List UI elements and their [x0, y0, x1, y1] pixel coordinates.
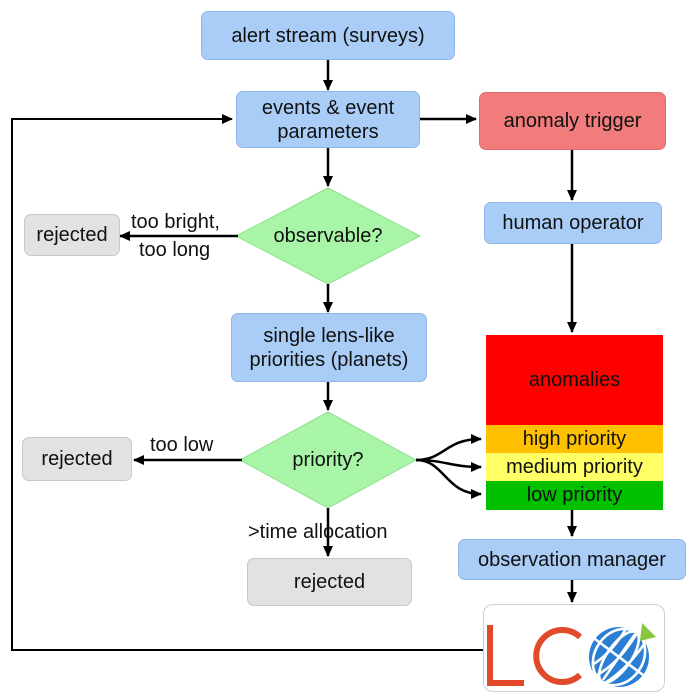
too-bright-label: too bright,: [131, 211, 220, 233]
high-priority-box: high priority: [486, 425, 663, 453]
observation-manager-node: observation manager: [458, 539, 686, 580]
rejected-label-1: rejected: [36, 224, 108, 246]
human-operator-label: human operator: [502, 212, 644, 234]
low-priority-box: low priority: [486, 481, 663, 510]
rejected-label-2: rejected: [41, 448, 113, 470]
globe-icon: [589, 623, 656, 687]
human-operator-node: human operator: [484, 202, 662, 244]
time-allocation-label: >time allocation: [248, 521, 388, 543]
lco-logo: [483, 604, 665, 692]
feedback-loop-arrow: [11, 114, 483, 651]
anomaly-trigger-label: anomaly trigger: [503, 110, 642, 132]
alert-stream-label: alert stream (surveys): [231, 24, 425, 47]
anomalies-box: anomalies: [486, 335, 663, 425]
arrow-priority-to-high: [415, 434, 482, 462]
events-node: events & event parameters: [236, 91, 420, 148]
lco-logo-graphic: [487, 623, 656, 687]
events-label: events & event parameters: [261, 96, 395, 143]
single-lens-label: single lens-like priorities (planets): [249, 324, 409, 371]
too-long-label: too long: [139, 239, 211, 261]
single-lens-node: single lens-like priorities (planets): [231, 313, 427, 382]
too-low-label: too low: [150, 434, 214, 456]
priority-label: priority?: [292, 449, 364, 471]
medium-priority-box: medium priority: [486, 453, 663, 481]
rejected-node-1: rejected: [24, 214, 120, 256]
rejected-label-3: rejected: [293, 571, 366, 593]
alert-stream-node: alert stream (surveys): [201, 11, 455, 60]
anomaly-trigger-node: anomaly trigger: [479, 92, 666, 150]
observation-manager-label: observation manager: [478, 548, 666, 571]
observable-label: observable?: [273, 225, 383, 247]
arrow-priority-to-low: [415, 458, 482, 499]
rejected-node-3: rejected: [247, 558, 412, 606]
rejected-node-2: rejected: [22, 437, 132, 481]
